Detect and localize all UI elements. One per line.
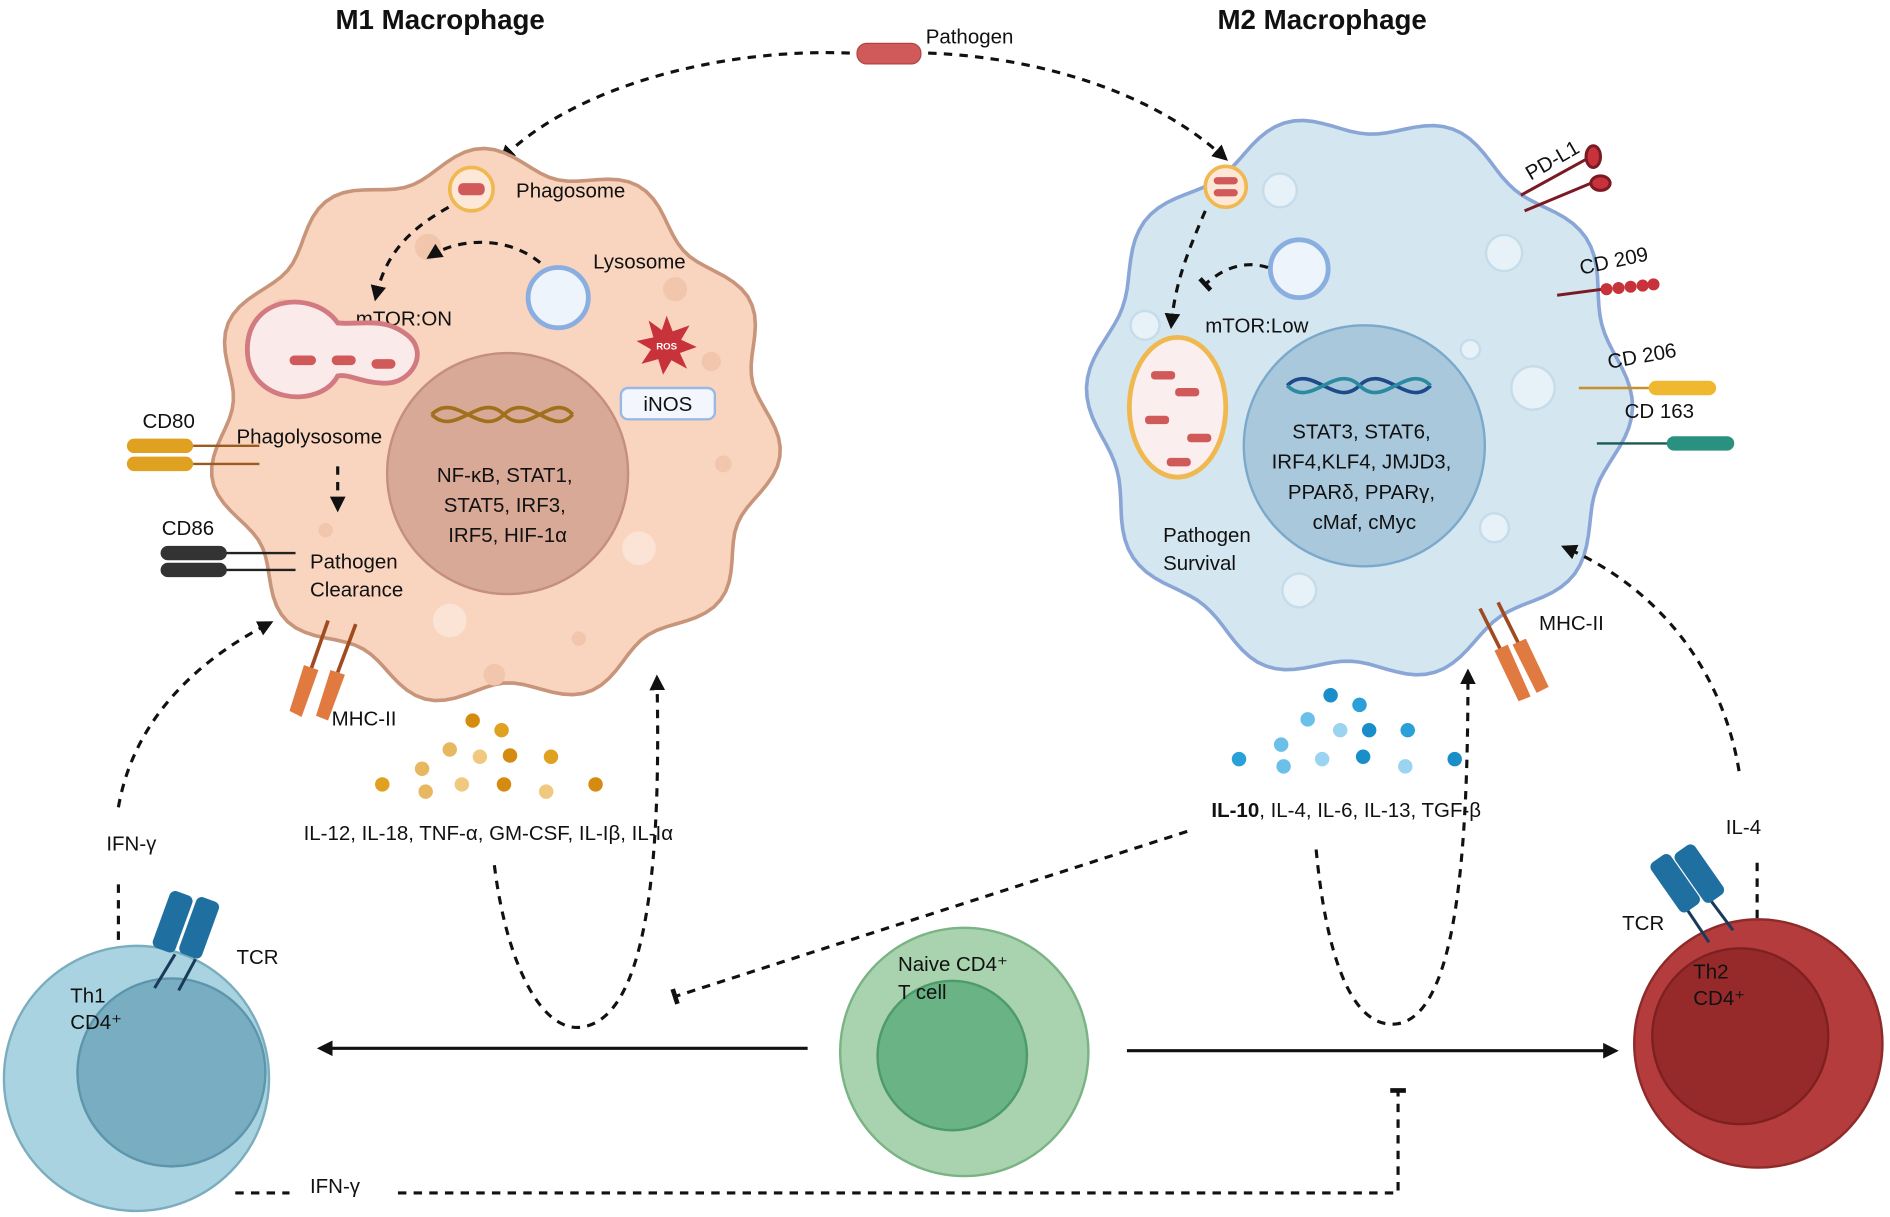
cytokine-dot [1398, 759, 1413, 774]
ros-star-icon [636, 315, 697, 375]
phagosome-label: Phagosome [516, 180, 625, 203]
th2-to-m2-arrow [1561, 544, 1741, 772]
lysosome-icon [525, 265, 591, 331]
th2-tcr-label: TCR [1622, 912, 1664, 935]
cytokine-dot [1231, 751, 1247, 767]
cytokine-dot [465, 713, 480, 728]
m2-title: M2 Macrophage [1217, 4, 1426, 35]
th1-tcr-icon [152, 891, 220, 992]
m1-transcription-factors: NF-κB, STAT1, STAT5, IRF3, IRF5, HIF-1α [437, 464, 578, 547]
cytokine-dot [494, 722, 509, 738]
m2-transcription-factors: STAT3, STAT6, IRF4,KLF4, JMJD3, PPARδ, P… [1272, 421, 1457, 534]
th1-ifn-label: IFN-γ [106, 833, 157, 856]
m1-nucleus [385, 351, 630, 596]
cd209-receptor-icon [1556, 278, 1660, 297]
naive-label: Naive CD4⁺T cell [898, 953, 1008, 1004]
dna-icon [430, 405, 575, 424]
naive-nucleus [876, 979, 1029, 1132]
m1-title: M1 Macrophage [335, 4, 544, 35]
pathogen-label: Pathogen [926, 25, 1014, 48]
m1-mhc-ii-icon [289, 619, 358, 721]
cytokine-dot [1447, 751, 1462, 767]
pathogen-to-m2-arrow [928, 51, 1228, 161]
m2-cytokines-label: IL-10, IL-4, IL-6, IL-13, TGF-β [1211, 799, 1481, 822]
cd163-receptor-icon [1596, 436, 1735, 451]
m1-mhc-ii-label: MHC-II [332, 707, 397, 730]
cytokine-dot [538, 784, 554, 799]
m2-phagosome-icon [1203, 164, 1249, 210]
phagolysosome-label: Phagolysosome [236, 425, 382, 448]
cd80-label: CD80 [143, 410, 195, 433]
ifn-inhibition-line [397, 1088, 1406, 1195]
cd86-label: CD86 [162, 517, 214, 540]
cytokine-dot [1273, 737, 1289, 752]
m2-mhc-ii-icon [1478, 601, 1549, 702]
m1-clearance-label: Pathogen Clearance [310, 551, 403, 602]
m2-lysosome-inhibition [1198, 263, 1269, 292]
m2-lysosome-icon [1267, 237, 1331, 301]
cd163-label: CD 163 [1625, 400, 1694, 423]
cd206-label: CD 206 [1606, 339, 1678, 374]
ifn-bottom-label: IFN-γ [310, 1175, 361, 1198]
m1-vesicles [269, 233, 732, 686]
dna-icon [1285, 376, 1432, 395]
th2-tcr-icon [1650, 844, 1735, 944]
pd-l1-receptor-icon [1520, 144, 1612, 213]
th1-to-m1-arrow [116, 621, 274, 808]
pathogen-to-m1-arrow [499, 51, 850, 161]
cytokine-dot [1323, 688, 1338, 703]
inos-label: iNOS [643, 393, 692, 416]
cytokine-dot [442, 742, 457, 757]
m2-phagosome-large-icon [1126, 334, 1229, 480]
phagolysosome-icon [244, 299, 420, 400]
cytokine-dot [1361, 722, 1377, 738]
m2-mhc-ii-label: MHC-II [1539, 612, 1604, 635]
th1-nucleus [76, 977, 267, 1168]
cytokine-dot [418, 784, 433, 799]
cd80-receptor-icon [126, 438, 260, 472]
inos-box [619, 386, 717, 421]
cytokine-dot [496, 777, 512, 792]
cytokine-dot [1355, 749, 1371, 764]
cytokine-dot [502, 748, 518, 763]
m2-cytokine-dots [1231, 688, 1462, 774]
th2-il4-label: IL-4 [1726, 816, 1761, 839]
lysosome-label: Lysosome [593, 251, 686, 274]
ros-label: ROS [656, 341, 677, 352]
cd86-receptor-icon [160, 545, 296, 578]
cytokine-dot [1276, 759, 1291, 774]
cytokine-dot [543, 749, 559, 764]
cytokine-dot [588, 777, 603, 792]
cytokine-dot [1314, 751, 1330, 767]
cytokine-dot [1300, 712, 1315, 727]
m1-cytokines-label: IL-12, IL-18, TNF-α, GM-CSF, IL-Iβ, IL-I… [304, 822, 674, 845]
m2-vesicles [1129, 172, 1556, 609]
m2-nucleus [1242, 324, 1487, 568]
pathogen-icon [856, 42, 922, 65]
cytokine-dot [1332, 722, 1348, 738]
cd206-receptor-icon [1578, 380, 1717, 396]
cytokine-dot [1352, 697, 1367, 713]
m2-mtor-label: mTOR:Low [1205, 315, 1308, 338]
m1-cytokine-dots [375, 713, 603, 799]
cytokine-dot [454, 777, 470, 792]
il10-inhibition-arrow [670, 829, 1188, 1005]
m2-cytokine-feedback-arrow [1314, 668, 1476, 1026]
th2-nucleus [1651, 947, 1830, 1126]
m2-survival-label: Pathogen Survival [1163, 524, 1256, 575]
cytokine-dot [472, 749, 488, 764]
cytokine-dot [375, 777, 390, 792]
cytokine-dot [414, 761, 430, 776]
cytokine-dot [1400, 722, 1415, 738]
m1-cytokine-feedback-arrow [492, 674, 666, 1030]
th1-tcr-label: TCR [236, 946, 278, 969]
